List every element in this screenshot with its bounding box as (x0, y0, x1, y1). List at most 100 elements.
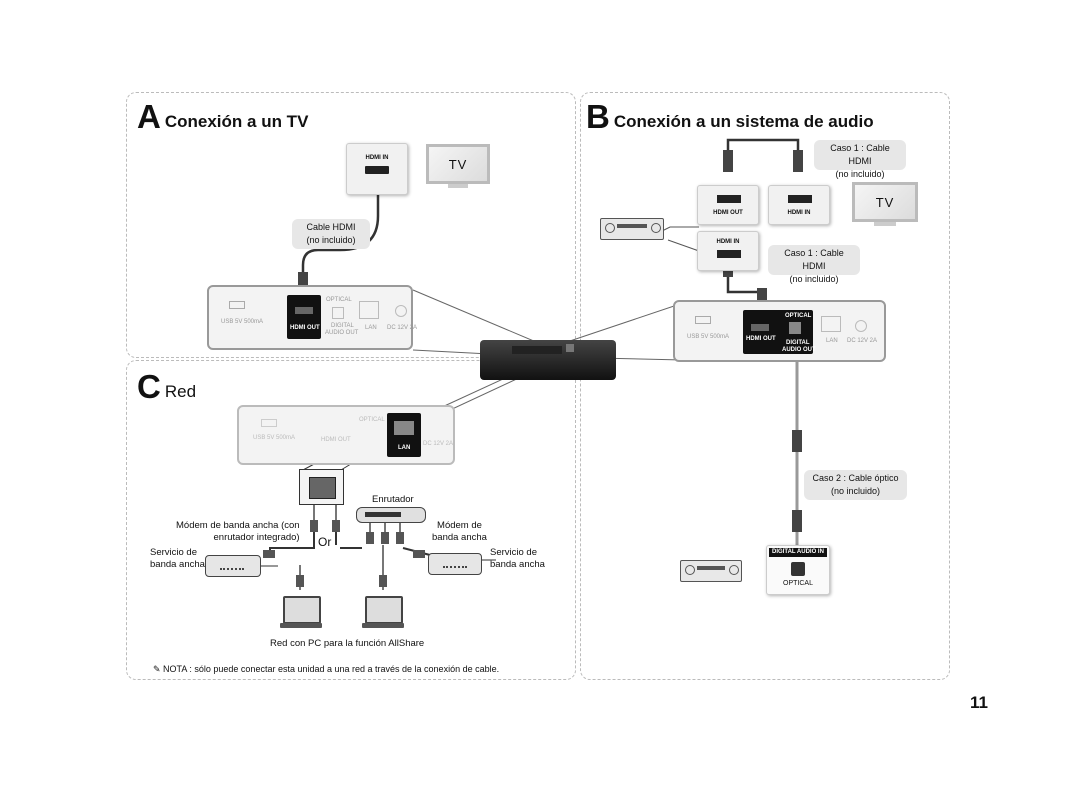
router-device (356, 507, 426, 523)
hdmi-out-label-c: HDMI OUT (321, 437, 351, 443)
tv-a-screen: TV (426, 144, 490, 184)
section-b-letter: B (586, 98, 610, 135)
hdmi-in-label-b2: HDMI IN (716, 239, 740, 245)
digital-audio-in-label: DIGITAL AUDIO IN (769, 548, 827, 557)
usb-label-c: USB 5V 500mA (253, 435, 296, 441)
usb-icon (695, 316, 711, 324)
cable-hdmi-label-a: Cable HDMI (no incluido) (292, 219, 370, 249)
caso1-mid-line2: (no incluido) (789, 274, 839, 284)
digital-audio-in-card: DIGITAL AUDIO IN OPTICAL (766, 545, 830, 595)
note: ✎ NOTA : sólo puede conectar esta unidad… (153, 664, 499, 675)
usb-icon (229, 301, 245, 309)
note-icon: ✎ (153, 664, 164, 674)
optical-label-b: OPTICAL (785, 313, 812, 319)
modem-label: Módem de banda ancha (432, 520, 487, 544)
section-a-text: Conexión a un TV (164, 112, 309, 131)
service-left-line1: Servicio de (150, 547, 197, 558)
modem-integrated-line2: enrutador integrado) (213, 532, 300, 543)
cable-hdmi-line2: (no incluido) (306, 235, 356, 245)
receiver-hdmi-out-card: HDMI OUT (697, 185, 759, 225)
section-b-title: B Conexión a un sistema de audio (586, 100, 874, 133)
tv-b-screen: TV (852, 182, 918, 222)
hdmi-in-label: HDMI IN (365, 155, 389, 161)
or-label: Or (318, 535, 332, 549)
optical-label-c: OPTICAL (359, 417, 385, 423)
hdmi-out-label-b: HDMI OUT (746, 336, 776, 342)
digital-label-b: DIGITAL (786, 340, 810, 346)
lan-highlight-c: LAN (387, 413, 421, 457)
modem-integrated-line1: Módem de banda ancha (con (176, 520, 300, 531)
tv-a: TV (426, 144, 492, 196)
cable-hdmi-line1: Cable HDMI (306, 222, 356, 232)
caso2-line1: Caso 2 : Cable óptico (812, 473, 899, 483)
caso1-top-line2: (no incluido) (835, 169, 885, 179)
modem-line1: Módem de (437, 520, 482, 531)
av-receiver-b2 (680, 560, 742, 582)
caso2-label: Caso 2 : Cable óptico (no incluido) (804, 470, 907, 500)
hdmi-optical-highlight-b: HDMI OUT OPTICAL DIGITAL AUDIO OUT (743, 310, 816, 354)
service-left-label: Servicio de banda ancha (150, 547, 205, 571)
section-c-letter: C (137, 368, 161, 405)
section-c-text: Red (164, 382, 197, 401)
optical-port-a (332, 307, 344, 319)
note-prefix: NOTA (163, 664, 187, 674)
service-right-label: Servicio de banda ancha (490, 547, 545, 571)
service-left-line2: banda ancha (150, 559, 205, 570)
digital-label-a: DIGITAL (331, 323, 354, 329)
hdmi-out-label-a: HDMI OUT (290, 325, 320, 331)
audio-out-label-b: AUDIO OUT (782, 347, 816, 353)
dc-label-c: DC 12V 2A (423, 441, 454, 447)
lan-port-a (359, 301, 379, 319)
service-right-line1: Servicio de (490, 547, 537, 558)
section-c-panel (126, 360, 576, 680)
hdmi-out-highlight-a: HDMI OUT (287, 295, 321, 339)
note-text: : sólo puede conectar esta unidad a una … (186, 664, 500, 674)
tv-b: TV (852, 182, 920, 230)
lan-port-b (821, 316, 841, 332)
caso1-top-line1: Caso 1 : Cable HDMI (830, 143, 890, 166)
caso1-mid-line1: Caso 1 : Cable HDMI (784, 248, 844, 271)
modem-integrated-label: Módem de banda ancha (con enrutador inte… (176, 520, 300, 544)
usb-label-a: USB 5V 500mA (221, 319, 264, 325)
tv-a-stand (448, 184, 468, 188)
lan-label-b: LAN (826, 338, 838, 344)
usb-icon (261, 419, 277, 427)
laptop-icon-left (280, 596, 322, 630)
tv-hdmi-in-card-b: HDMI IN (768, 185, 830, 225)
section-a-panel (126, 92, 576, 358)
router-label: Enrutador (372, 494, 414, 505)
hdmi-in-label-b1: HDMI IN (787, 210, 811, 216)
dc-port-b (855, 320, 867, 332)
optical-in-label: OPTICAL (783, 580, 813, 587)
section-b-panel (580, 92, 950, 680)
rear-panel-c: USB 5V 500mA HDMI OUT OPTICAL LAN DC 12V… (237, 405, 455, 465)
av-receiver-b (600, 218, 664, 240)
caso1-mid-label: Caso 1 : Cable HDMI (no incluido) (768, 245, 860, 284)
receiver-hdmi-in-card: HDMI IN (697, 231, 759, 271)
pc-network-label: Red con PC para la función AllShare (270, 638, 425, 649)
rear-panel-b: USB 5V 500mA HDMI OUT OPTICAL DIGITAL AU… (673, 300, 886, 362)
hdmi-port-icon (365, 166, 389, 174)
section-a-letter: A (137, 98, 161, 135)
dc-label-b: DC 12V 2A (847, 338, 878, 344)
modem-line2: banda ancha (432, 532, 487, 543)
caso1-top-label: Caso 1 : Cable HDMI (no incluido) (814, 140, 906, 179)
lan-label-c: LAN (398, 445, 411, 451)
service-right-line2: banda ancha (490, 559, 545, 570)
hdmi-port-icon (717, 250, 741, 258)
optical-port-icon (791, 562, 805, 576)
lan-jack-zoom (299, 469, 344, 505)
bluray-player (480, 340, 616, 380)
tv-b-stand (874, 222, 896, 226)
audio-out-label-a: AUDIO OUT (325, 330, 359, 336)
caso2-line2: (no incluido) (830, 486, 881, 496)
rear-panel-a: USB 5V 500mA HDMI OUT OPTICAL DIGITAL AU… (207, 285, 417, 350)
tv-hdmi-in-card: HDMI IN (346, 143, 408, 195)
hdmi-out-label-b1: HDMI OUT (713, 210, 743, 216)
optical-label-a: OPTICAL (326, 297, 352, 303)
laptop-icon-right (362, 596, 404, 630)
hdmi-port-icon (717, 195, 741, 203)
section-b-text: Conexión a un sistema de audio (613, 112, 874, 131)
modem-device-right (428, 553, 482, 575)
lan-label-a: LAN (365, 325, 377, 331)
